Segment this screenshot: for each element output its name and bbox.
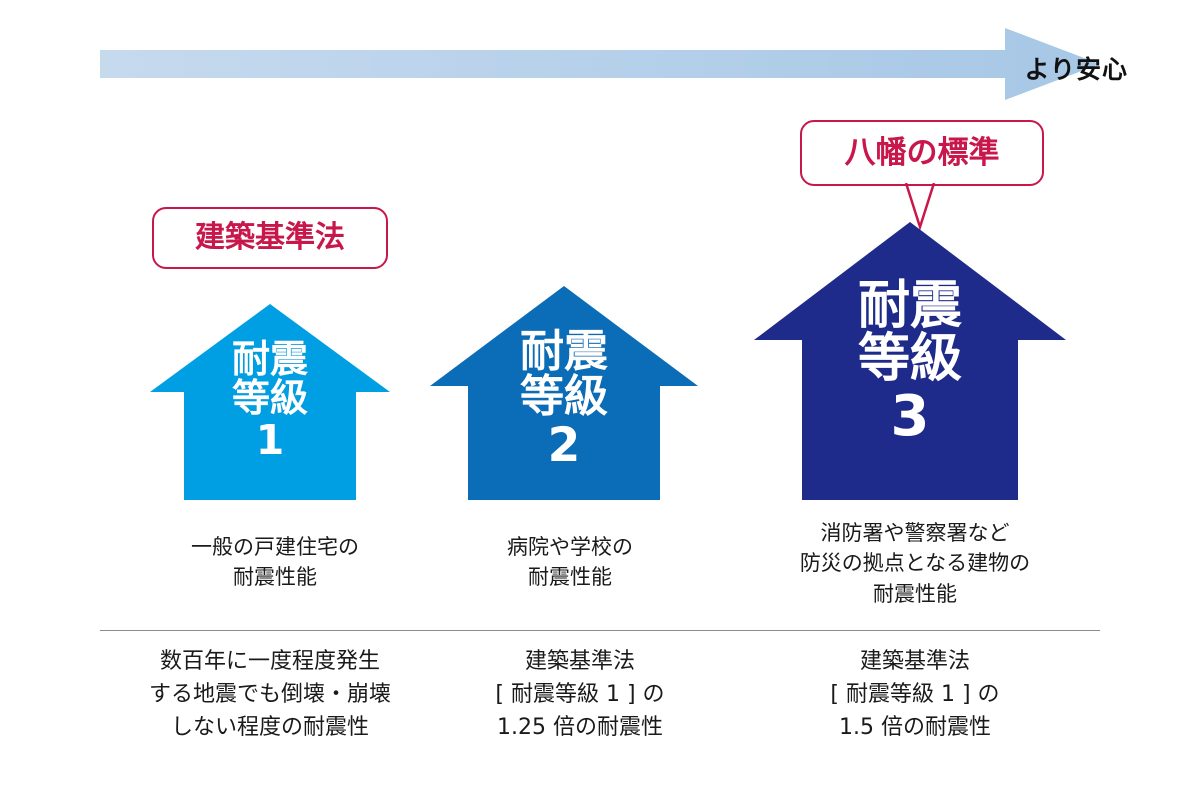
- grade-1-caption: 一般の戸建住宅の 耐震性能: [120, 532, 430, 593]
- callout-tail-pointer: [900, 182, 940, 232]
- grade-1-note-line-3: しない程度の耐震性: [170, 715, 369, 740]
- grade-arrow-2-shape: [430, 286, 698, 500]
- grade-1-note-line-1: 数百年に一度程度発生: [159, 649, 380, 674]
- progress-arrow-banner: [100, 28, 1100, 100]
- grade-3-note: 建築基準法 [ 耐震等級 1 ] の 1.5 倍の耐震性: [750, 645, 1080, 744]
- grade-2-caption: 病院や学校の 耐震性能: [420, 532, 720, 593]
- grade-2-note: 建築基準法 [ 耐震等級 1 ] の 1.25 倍の耐震性: [430, 645, 730, 744]
- grade-3-caption-line-1: 消防署や警察署など: [820, 521, 1010, 545]
- banner-arrow-shape: [100, 28, 1100, 100]
- grade-2-note-line-2: [ 耐震等級 1 ] の: [495, 682, 665, 707]
- grade-arrow-1: 耐震 等級 1: [148, 300, 392, 500]
- grade-arrow-3: 耐震 等級 3: [752, 220, 1068, 500]
- grade-2-caption-line-1: 病院や学校の: [507, 535, 633, 559]
- grade-arrow-1-shape: [150, 304, 390, 500]
- grade-1-note: 数百年に一度程度発生 する地震でも倒壊・崩壊 しない程度の耐震性: [110, 645, 430, 744]
- grade-1-caption-line-1: 一般の戸建住宅の: [191, 535, 359, 559]
- grade-2-note-line-3: 1.25 倍の耐震性: [497, 715, 663, 740]
- grade-arrow-3-shape: [754, 222, 1066, 500]
- grade-2-caption-line-2: 耐震性能: [528, 565, 612, 590]
- grade-arrow-2: 耐震 等級 2: [428, 282, 700, 500]
- grade-2-note-line-1: 建築基準法: [524, 649, 635, 674]
- banner-label: より安心: [1024, 55, 1128, 84]
- grade-3-caption-line-3: 耐震性能: [873, 581, 957, 606]
- grade-3-caption-line-2: 防災の拠点となる建物の: [799, 551, 1031, 576]
- grade-3-note-line-3: 1.5 倍の耐震性: [839, 715, 991, 740]
- grade-1-caption-line-2: 耐震性能: [233, 565, 317, 590]
- grade-3-note-line-1: 建築基準法: [859, 649, 970, 674]
- grade-3-caption: 消防署や警察署など 防災の拠点となる建物の 耐震性能: [745, 518, 1085, 609]
- callout-yahata-standard: 八幡の標準: [800, 120, 1044, 186]
- section-divider: [100, 630, 1100, 631]
- callout-building-standards-act: 建築基準法: [152, 207, 388, 269]
- grade-1-note-line-2: する地震でも倒壊・崩壊: [148, 682, 391, 707]
- grade-3-note-line-2: [ 耐震等級 1 ] の: [830, 682, 1000, 707]
